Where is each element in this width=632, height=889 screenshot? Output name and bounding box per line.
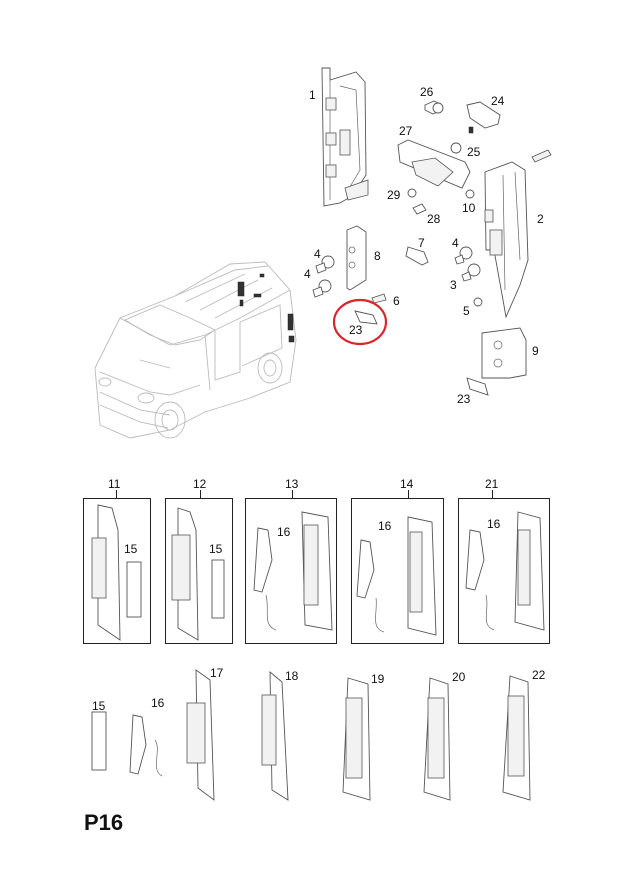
group-box-11[interactable] <box>83 498 151 644</box>
group-tick-12 <box>200 490 202 499</box>
group-21-drawing <box>465 511 545 631</box>
callout-24[interactable]: 24 <box>491 94 505 108</box>
callout-8[interactable]: 8 <box>374 249 381 263</box>
part-20-drawing <box>423 677 451 801</box>
callout-19[interactable]: 19 <box>371 672 385 686</box>
van-illustration <box>94 261 297 439</box>
part-15-drawing <box>91 711 107 771</box>
group-box-13[interactable] <box>245 498 337 644</box>
group-12-drawing <box>171 507 225 641</box>
part-19-drawing <box>342 677 371 801</box>
part-9-lamp-unit <box>481 327 527 379</box>
callout-15[interactable]: 15 <box>92 699 106 713</box>
callout-22[interactable]: 22 <box>532 668 546 682</box>
part-1-lamp-housing <box>321 67 369 207</box>
part-17-drawing <box>186 669 215 801</box>
callout-9[interactable]: 9 <box>532 344 539 358</box>
callout-25[interactable]: 25 <box>467 145 481 159</box>
group-21-sub-16[interactable]: 16 <box>487 517 501 531</box>
callout-28[interactable]: 28 <box>427 212 441 226</box>
group-13-sub-16[interactable]: 16 <box>277 525 291 539</box>
callout-5[interactable]: 5 <box>463 304 470 318</box>
group-14-sub-16[interactable]: 16 <box>378 519 392 533</box>
part-23-plate-lower <box>466 377 489 396</box>
page-code: P16 <box>84 810 124 835</box>
group-label-11[interactable]: 11 <box>108 477 121 491</box>
group-label-21[interactable]: 21 <box>485 477 499 491</box>
group-label-12[interactable]: 12 <box>193 477 207 491</box>
callout-6[interactable]: 6 <box>393 294 400 308</box>
part-3-4-bulbs-right <box>454 246 481 282</box>
group-tick-14 <box>408 490 410 499</box>
group-tick-11 <box>116 490 118 499</box>
callout-7[interactable]: 7 <box>418 236 425 250</box>
callout-20[interactable]: 20 <box>452 670 466 684</box>
part-8-bracket <box>346 225 367 291</box>
callout-27[interactable]: 27 <box>399 124 413 138</box>
group-11-sub-15[interactable]: 15 <box>124 542 138 556</box>
part-16-drawing <box>129 714 163 777</box>
part-23-plate <box>354 310 378 325</box>
part-7-socket <box>405 246 429 266</box>
callout-1[interactable]: 1 <box>309 88 316 102</box>
group-label-14[interactable]: 14 <box>400 477 414 491</box>
group-tick-13 <box>292 490 294 499</box>
part-26-bulb <box>424 100 444 115</box>
part-22-drawing <box>502 675 531 801</box>
part-6-screw <box>371 293 387 304</box>
part-25-socket <box>450 142 462 154</box>
callout-4b[interactable]: 4 <box>304 267 311 281</box>
callout-10[interactable]: 10 <box>462 201 476 215</box>
highlight-circle <box>332 298 388 346</box>
group-13-drawing <box>253 511 333 631</box>
part-29-nut <box>407 188 417 198</box>
part-24-lamp <box>466 101 501 134</box>
callout-29[interactable]: 29 <box>387 188 401 202</box>
group-box-12[interactable] <box>165 498 233 644</box>
callout-4a[interactable]: 4 <box>314 247 321 261</box>
group-tick-21 <box>492 490 494 499</box>
callout-2[interactable]: 2 <box>537 212 544 226</box>
part-5-clip <box>473 297 483 307</box>
callout-4c[interactable]: 4 <box>452 236 459 250</box>
callout-16[interactable]: 16 <box>151 696 165 710</box>
callout-23-lower[interactable]: 23 <box>457 392 471 406</box>
part-10-nut <box>465 189 475 199</box>
group-label-13[interactable]: 13 <box>285 477 299 491</box>
callout-18[interactable]: 18 <box>285 669 299 683</box>
group-14-drawing <box>356 516 437 636</box>
callout-3[interactable]: 3 <box>450 278 457 292</box>
callout-26[interactable]: 26 <box>420 85 434 99</box>
part-27-high-level-lamp <box>397 139 471 189</box>
group-11-drawing <box>91 504 142 641</box>
callout-17[interactable]: 17 <box>210 666 224 680</box>
group-box-14[interactable] <box>351 498 444 644</box>
screw-icon <box>531 149 552 163</box>
callout-23-circled[interactable]: 23 <box>349 323 363 337</box>
part-2-lamp-housing <box>484 161 529 319</box>
group-12-sub-15[interactable]: 15 <box>209 542 223 556</box>
group-box-21[interactable] <box>458 498 550 644</box>
part-18-drawing <box>261 671 289 801</box>
part-4-bulbs-left <box>312 255 335 298</box>
part-28-bulb <box>412 203 427 215</box>
